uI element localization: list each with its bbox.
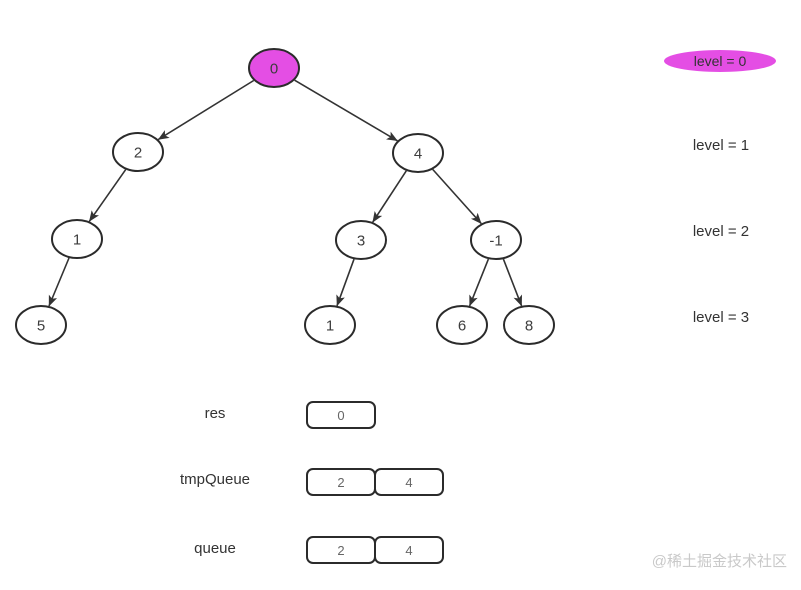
tree-node-label: 2: [134, 145, 142, 162]
tree-edge: [336, 258, 355, 307]
tree-node-label: 8: [525, 318, 533, 335]
res-row-label: res: [204, 405, 226, 422]
tree-node-l1-left: 2: [112, 132, 164, 172]
tmpqueue-row-label: tmpQueue: [179, 471, 251, 488]
level-3-label: level = 3: [692, 309, 750, 326]
tree-node-label: 4: [414, 146, 422, 163]
tree-node-l2-a: 1: [51, 219, 103, 259]
watermark: @稀土掘金技术社区: [651, 553, 787, 570]
tree-node-label: 1: [326, 318, 334, 335]
tree-node-label: 1: [73, 232, 81, 249]
tree-node-root: 0: [248, 48, 300, 88]
level-0-highlight-pill: level = 0: [664, 50, 776, 72]
res-cells: 0: [306, 401, 376, 429]
queue-cell: 4: [374, 536, 444, 564]
tree-node-label: -1: [489, 233, 502, 250]
tree-node-l2-b: 3: [335, 220, 387, 260]
level-2-label: level = 2: [692, 223, 750, 240]
tree-node-label: 6: [458, 318, 466, 335]
queue-cells: 2 4: [306, 536, 444, 564]
tree-edges: [48, 79, 523, 307]
tmpqueue-cell: 2: [306, 468, 376, 496]
queue-cell: 2: [306, 536, 376, 564]
tree-edge: [432, 168, 482, 225]
tree-edge: [468, 258, 490, 307]
tree-nodes: 0 2 4 1 3 -1 5: [15, 48, 555, 345]
queue-row-label: queue: [194, 540, 236, 557]
tmpqueue-cell: 4: [374, 468, 444, 496]
tree-edge: [294, 79, 398, 142]
tree-node-l3-b: 1: [304, 305, 356, 345]
tree-edge: [48, 257, 70, 307]
tree-edge: [502, 258, 523, 307]
tmpqueue-cells: 2 4: [306, 468, 444, 496]
tree-node-l3-d: 8: [503, 305, 555, 345]
tree-node-label: 3: [357, 233, 365, 250]
tree-node-l2-c: -1: [470, 220, 522, 260]
tree-node-label: 5: [37, 318, 45, 335]
tree-node-l1-right: 4: [392, 133, 444, 173]
tree-edge: [88, 169, 127, 222]
tree-edge: [157, 79, 255, 141]
tree-edge: [372, 170, 407, 223]
tree-node-label: 0: [270, 61, 278, 78]
level-0-label: level = 0: [693, 53, 747, 69]
tree-node-l3-a: 5: [15, 305, 67, 345]
tree-node-l3-c: 6: [436, 305, 488, 345]
level-1-label: level = 1: [692, 137, 750, 154]
res-cell: 0: [306, 401, 376, 429]
